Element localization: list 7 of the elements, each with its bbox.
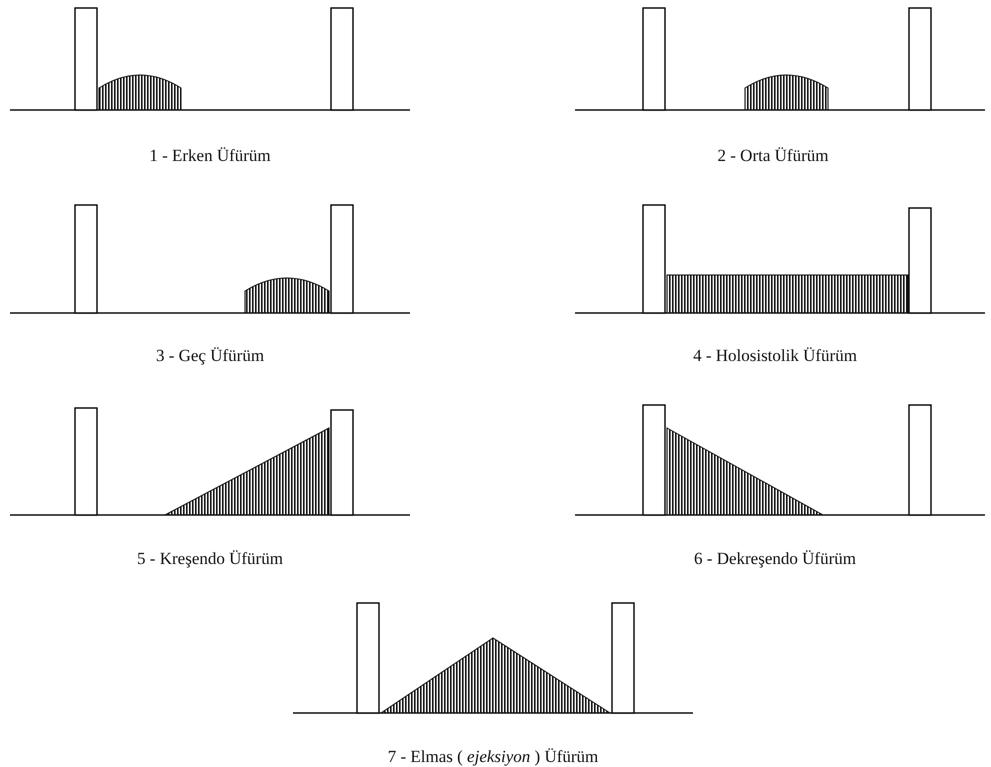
- murmur-caption: 4 - Holosistolik Üfürüm: [693, 346, 857, 366]
- murmur-caption: 7 - Elmas ( ejeksiyon ) Üfürüm: [388, 747, 598, 767]
- murmur-caption: 5 - Kreşendo Üfürüm: [137, 549, 283, 569]
- murmur-caption: 3 - Geç Üfürüm: [156, 346, 264, 366]
- murmur-caption: 1 - Erken Üfürüm: [149, 146, 271, 166]
- murmur-caption: 6 - Dekreşendo Üfürüm: [694, 549, 856, 569]
- murmur-caption: 2 - Orta Üfürüm: [718, 146, 828, 166]
